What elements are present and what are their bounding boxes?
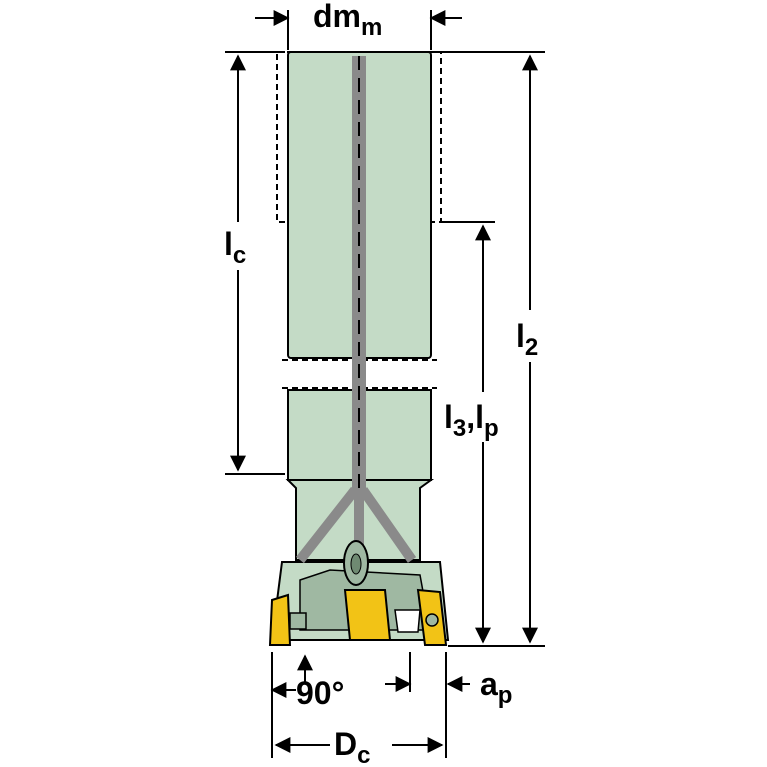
l2-label: l2 — [516, 318, 538, 361]
insert-left — [268, 593, 292, 646]
dc-label-bg — [330, 725, 392, 765]
lc-label-bg — [220, 222, 260, 270]
l2-label-bg — [512, 310, 552, 362]
coolant-channel-branch-right — [358, 487, 417, 563]
l3-label-bg — [440, 392, 526, 442]
dc-label: Dc — [334, 726, 370, 767]
angle-label: 90° — [296, 675, 344, 711]
insert-right-screw — [425, 613, 439, 627]
insert-left-screw — [289, 612, 307, 630]
lc-label: lc — [224, 226, 246, 269]
coolant-channel-branch-left — [296, 486, 359, 564]
clamp-screw-head — [350, 553, 362, 575]
chip-pocket — [394, 609, 421, 633]
insert-center — [343, 589, 392, 641]
dm-label: dmm — [313, 0, 382, 41]
ap-label: ap — [480, 666, 512, 709]
l3-lp-label: l3,lp — [444, 399, 499, 442]
